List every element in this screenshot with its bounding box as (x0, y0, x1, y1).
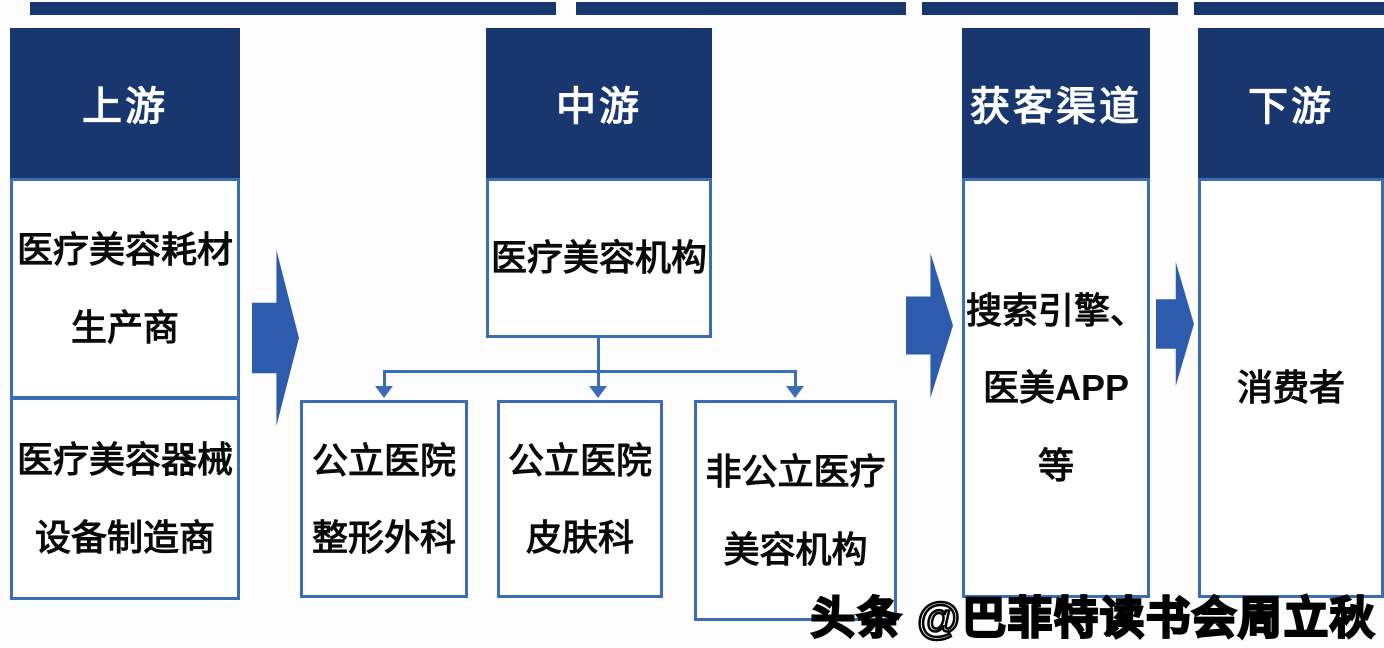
midstream-header-label: 中游 (556, 85, 642, 129)
upstream-box-consumables: 医疗美容耗材 生产商 (10, 178, 240, 399)
right-flow-arrow-icon (252, 250, 299, 426)
midstream-subbox-private-institutions: 非公立医疗 美容机构 (694, 400, 897, 621)
subbox-dermatology-line2: 皮肤科 (525, 517, 634, 558)
top-decor-bar-segment (922, 2, 1178, 15)
subbox-private-institutions-line1: 非公立医疗 (705, 451, 886, 493)
upstream-header-label: 上游 (82, 85, 168, 129)
downstream-header: 下游 (1198, 28, 1384, 178)
subbox-dermatology-line1: 公立医院 (507, 439, 652, 481)
upstream-box-equipment: 医疗美容器械 设备制造商 (10, 397, 240, 600)
midstream-subbox-dermatology: 公立医院 皮肤科 (497, 400, 663, 598)
channel-box-line1: 搜索引擎、 (965, 289, 1146, 331)
connector-drop-line (383, 370, 386, 388)
arrow-down-icon (786, 386, 804, 398)
upstream-box-consumables-line1: 医疗美容耗材 (16, 229, 233, 271)
upstream-header: 上游 (10, 28, 240, 178)
arrow-down-icon (589, 386, 607, 398)
top-decor-bar-segment (576, 2, 906, 15)
channel-box: 搜索引擎、 医美APP等 (962, 178, 1150, 598)
subbox-plastic-surgery-line2: 整形外科 (311, 517, 456, 558)
connector-drop-line (794, 370, 797, 388)
downstream-box-consumer-label: 消费者 (1236, 367, 1345, 409)
channel-header-label: 获客渠道 (970, 85, 1142, 129)
midstream-main-box-label: 医疗美容机构 (490, 237, 707, 279)
channel-box-line2: 医美APP等 (982, 367, 1130, 486)
midstream-header: 中游 (486, 28, 712, 178)
top-decor-bar-segment (30, 2, 556, 15)
connector-horizontal-line (384, 370, 797, 373)
downstream-box-consumer: 消费者 (1198, 178, 1384, 598)
connector-drop-line (597, 370, 600, 388)
right-flow-arrow-icon (1156, 262, 1194, 386)
subbox-private-institutions-line2: 美容机构 (723, 528, 868, 570)
connector-stem-line (597, 338, 600, 372)
downstream-header-label: 下游 (1248, 85, 1334, 129)
upstream-box-consumables-line2: 生产商 (70, 306, 179, 348)
right-flow-arrow-icon (906, 253, 953, 398)
top-decor-bar-segment (1194, 2, 1384, 15)
upstream-box-equipment-line2: 设备制造商 (34, 516, 215, 558)
arrow-down-icon (375, 386, 393, 398)
subbox-plastic-surgery-line1: 公立医院 (311, 439, 456, 481)
watermark-text: 头条 @巴菲特读书会周立秋 (810, 593, 1376, 645)
upstream-box-equipment-line1: 医疗美容器械 (16, 439, 233, 481)
midstream-main-box: 医疗美容机构 (486, 178, 712, 338)
channel-header: 获客渠道 (962, 28, 1150, 178)
midstream-subbox-plastic-surgery: 公立医院 整形外科 (300, 400, 468, 598)
